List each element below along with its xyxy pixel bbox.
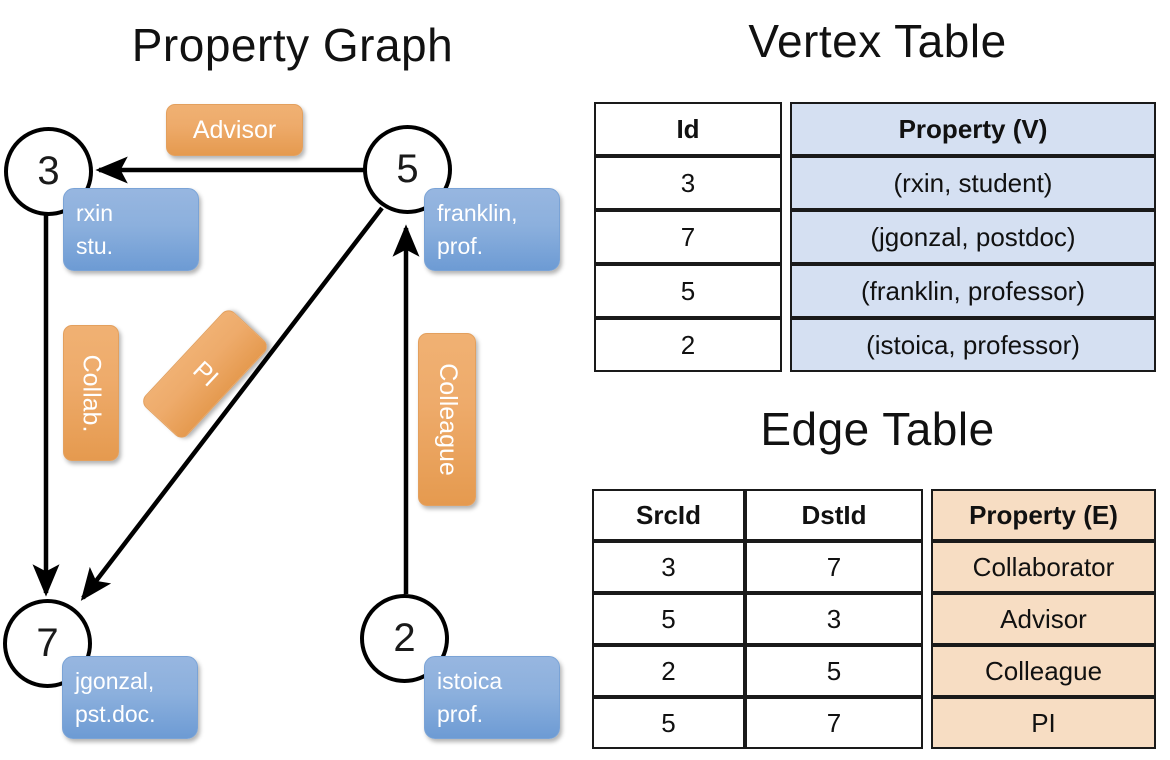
- vertex-property-rxin-line1: rxin: [76, 199, 114, 226]
- vertex-property-istoica-line1: istoica: [437, 667, 503, 694]
- graph-node-5-label: 5: [396, 147, 419, 191]
- vertex-row-1-property: (jgonzal, postdoc): [790, 210, 1156, 264]
- edge-row-2-dstid: 5: [745, 645, 923, 697]
- vertex-row-3-property: (istoica, professor): [790, 318, 1156, 372]
- vertex-property-box-rxin[interactable]: rxin stu.: [63, 188, 199, 271]
- edge-table-header-dstid: DstId: [745, 489, 923, 541]
- graph-node-7-label: 7: [36, 621, 59, 665]
- vertex-row-1-id: 7: [594, 210, 782, 264]
- edge-table-header-srcid: SrcId: [592, 489, 745, 541]
- vertex-row-0-id: 3: [594, 156, 782, 210]
- table-row[interactable]: 3 7 Collaborator: [592, 541, 1156, 593]
- edge-row-1-srcid: 5: [592, 593, 745, 645]
- edge-label-pi-text: PI: [187, 355, 224, 392]
- property-graph-diagram: 3 5 7 2 rxin stu. franklin, prof. jgonza…: [3, 104, 560, 739]
- table-row[interactable]: 3 (rxin, student): [594, 156, 1156, 210]
- vertex-property-franklin-line1: franklin,: [437, 199, 518, 226]
- vertex-table-header-id: Id: [594, 102, 782, 156]
- edge-table-header-row: SrcId DstId Property (E): [592, 489, 1156, 541]
- vertex-table: Id Property (V) 3 (rxin, student) 7 (jgo…: [594, 102, 1156, 372]
- graph-node-2[interactable]: 2: [360, 594, 449, 683]
- edge-table-column-gap: [923, 541, 931, 593]
- edge-label-colleague-text: Colleague: [433, 363, 462, 476]
- edge-row-3-dstid: 7: [745, 697, 923, 749]
- edge-row-2-srcid: 2: [592, 645, 745, 697]
- edge-label-collab[interactable]: Collab.: [63, 325, 119, 461]
- vertex-row-3-id: 2: [594, 318, 782, 372]
- vertex-table-column-gap: [782, 318, 790, 372]
- vertex-row-2-id: 5: [594, 264, 782, 318]
- edge-row-0-property: Collaborator: [931, 541, 1156, 593]
- graph-node-3-label: 3: [37, 149, 60, 193]
- edge-row-3-property: PI: [931, 697, 1156, 749]
- graph-edges-svg: [32, 156, 420, 601]
- table-row[interactable]: 5 3 Advisor: [592, 593, 1156, 645]
- vertex-table-column-gap: [782, 102, 790, 156]
- edge-label-collab-text: Collab.: [77, 354, 106, 432]
- vertex-property-jgonzal-line2: pst.doc.: [75, 700, 156, 727]
- vertex-table-column-gap: [782, 210, 790, 264]
- table-row[interactable]: 7 (jgonzal, postdoc): [594, 210, 1156, 264]
- edge-row-0-dstid: 7: [745, 541, 923, 593]
- edge-table-column-gap: [923, 645, 931, 697]
- edge-row-1-property: Advisor: [931, 593, 1156, 645]
- edge-table-header-property: Property (E): [931, 489, 1156, 541]
- vertex-property-istoica-line2: prof.: [437, 700, 484, 727]
- vertex-row-2-property: (franklin, professor): [790, 264, 1156, 318]
- vertex-table-column-gap: [782, 264, 790, 318]
- vertex-property-box-istoica[interactable]: istoica prof.: [424, 656, 560, 739]
- edge-table-column-gap: [923, 593, 931, 645]
- graph-node-2-label: 2: [393, 616, 416, 660]
- vertex-property-franklin-line2: prof.: [437, 232, 484, 259]
- edge-row-3-srcid: 5: [592, 697, 745, 749]
- vertex-table-header-row: Id Property (V): [594, 102, 1156, 156]
- vertex-table-header-property: Property (V): [790, 102, 1156, 156]
- vertex-row-0-property: (rxin, student): [790, 156, 1156, 210]
- vertex-property-box-franklin[interactable]: franklin, prof.: [424, 188, 560, 271]
- page-title-vertex-table: Vertex Table: [748, 15, 1007, 67]
- edge-label-advisor-text: Advisor: [192, 115, 277, 144]
- edge-row-2-property: Colleague: [931, 645, 1156, 697]
- edge-5-to-7: [80, 206, 384, 601]
- page-title-edge-table: Edge Table: [760, 403, 995, 455]
- edge-label-colleague[interactable]: Colleague: [418, 333, 476, 506]
- vertex-property-rxin-line2: stu.: [76, 232, 114, 259]
- page-title-property-graph: Property Graph: [131, 19, 454, 71]
- edge-table-column-gap: [923, 697, 931, 749]
- table-row[interactable]: 5 7 PI: [592, 697, 1156, 749]
- table-row[interactable]: 2 5 Colleague: [592, 645, 1156, 697]
- edge-row-1-dstid: 3: [745, 593, 923, 645]
- vertex-table-column-gap: [782, 156, 790, 210]
- edge-label-advisor[interactable]: Advisor: [166, 104, 303, 156]
- table-row[interactable]: 5 (franklin, professor): [594, 264, 1156, 318]
- edge-table-column-gap: [923, 489, 931, 541]
- edge-row-0-srcid: 3: [592, 541, 745, 593]
- edge-table: SrcId DstId Property (E) 3 7 Collaborato…: [592, 489, 1156, 749]
- table-row[interactable]: 2 (istoica, professor): [594, 318, 1156, 372]
- graph-node-5[interactable]: 5: [363, 125, 452, 214]
- vertex-property-box-jgonzal[interactable]: jgonzal, pst.doc.: [62, 656, 198, 739]
- vertex-property-jgonzal-line1: jgonzal,: [75, 667, 155, 694]
